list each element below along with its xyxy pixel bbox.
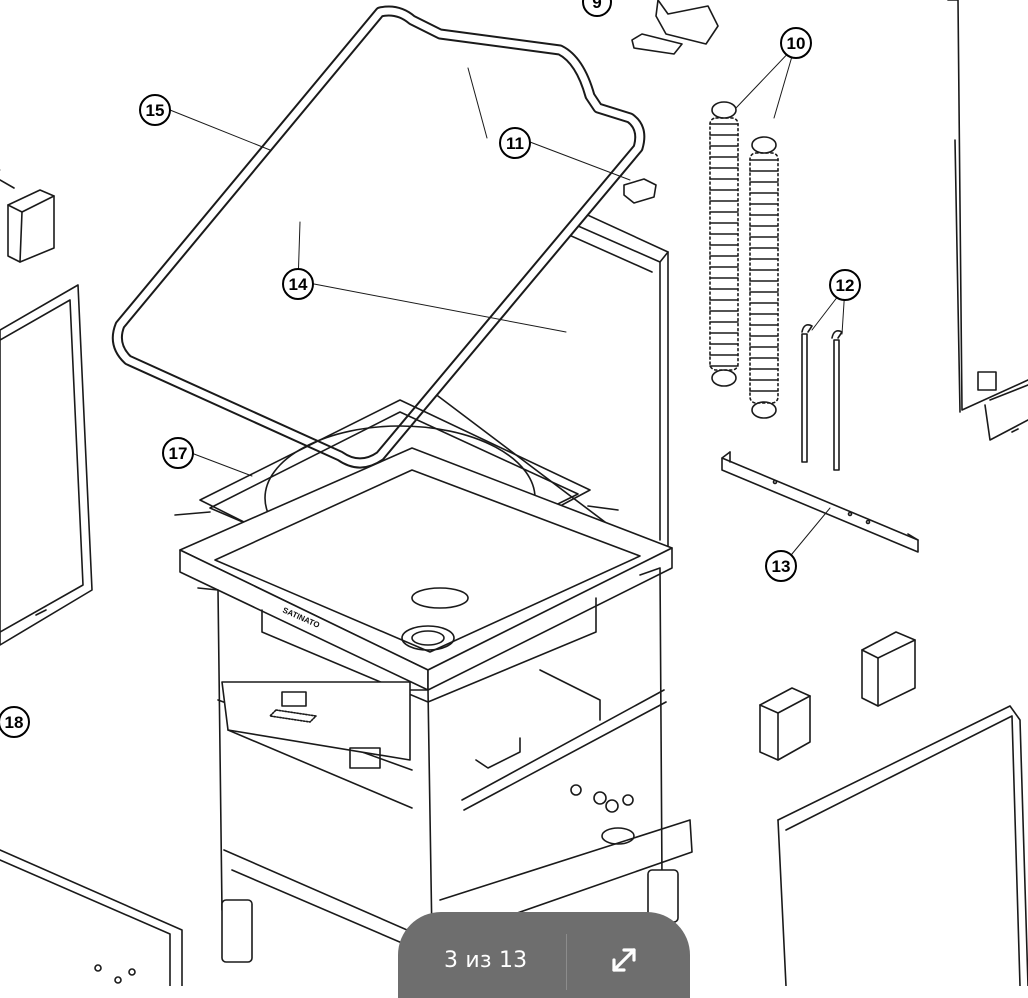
tension-spring-1 [709,101,739,387]
foot-block-right-2 [759,687,811,761]
foot-block-right-1 [861,631,916,707]
side-panel-left [0,284,93,646]
pager-divider [566,934,567,990]
callout-11-label: 11 [506,134,524,153]
callout-10: 10 [780,27,812,59]
callout-17-label: 17 [169,444,188,463]
callout-14: 14 [282,268,314,300]
callout-10-label: 10 [787,34,806,53]
callout-18-label: 18 [5,713,24,732]
callout-13-label: 13 [772,557,791,576]
callout-18: 18 [0,706,30,738]
machine-body [179,447,693,977]
expand-diagonal-icon[interactable] [606,942,642,978]
panel-lower-right [777,705,1028,986]
callout-12: 12 [829,269,861,301]
callout-12-label: 12 [836,276,855,295]
panel-lower-left [0,849,183,986]
image-pager: 3 из 13 [398,912,690,998]
mounting-rail [721,451,919,553]
callout-9: 9 [582,0,612,17]
callout-17: 17 [162,437,194,469]
tension-spring-2 [749,136,779,419]
side-panel-right [947,0,1028,441]
callout-11: 11 [499,127,531,159]
callout-15: 15 [139,94,171,126]
foot-block-left [0,179,55,263]
image-counter: 3 из 13 [444,948,528,973]
callout-14-label: 14 [289,275,308,294]
callouts: 9 10 11 12 13 14 15 17 18 [0,0,861,738]
callout-13: 13 [765,550,797,582]
callout-15-label: 15 [146,101,165,120]
handle-frame [111,5,646,469]
spring-rod-pair [801,324,843,471]
callout-9-label: 9 [592,0,601,12]
